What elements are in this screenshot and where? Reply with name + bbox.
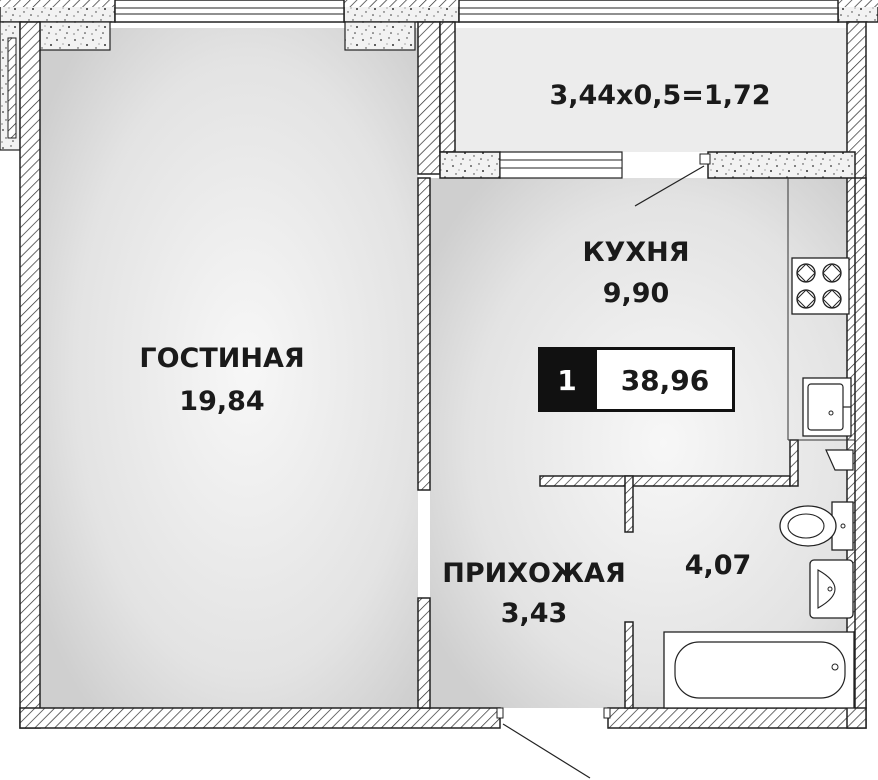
apartment-badge: 1 38,96 xyxy=(538,347,735,412)
interior-walls xyxy=(417,21,856,709)
balcony-area-formula: 3,44x0,5=1,72 xyxy=(549,80,770,111)
kitchen-area: 9,90 xyxy=(603,278,670,309)
stove-icon xyxy=(791,257,850,315)
hallway-area: 3,43 xyxy=(501,598,568,629)
door-icon xyxy=(499,151,711,207)
room-count: 1 xyxy=(557,364,576,397)
top-wall xyxy=(0,0,878,23)
window-icon xyxy=(458,0,839,23)
total-area: 38,96 xyxy=(621,364,710,397)
bathroom-area: 4,07 xyxy=(685,550,752,581)
living-room-name: ГОСТИНАЯ xyxy=(139,343,304,374)
hallway-name: ПРИХОЖАЯ xyxy=(442,558,626,589)
window-icon xyxy=(114,0,345,23)
door-icon xyxy=(496,707,611,779)
outer-walls xyxy=(19,21,867,729)
toilet-icon xyxy=(779,501,854,551)
kitchen-name: КУХНЯ xyxy=(582,237,689,268)
bathtub-icon xyxy=(663,631,855,709)
floor-area xyxy=(38,28,855,708)
balcony-floor xyxy=(455,28,847,152)
washbasin-icon xyxy=(809,559,854,619)
sink-icon xyxy=(802,377,852,437)
living-room-area: 19,84 xyxy=(179,386,264,417)
